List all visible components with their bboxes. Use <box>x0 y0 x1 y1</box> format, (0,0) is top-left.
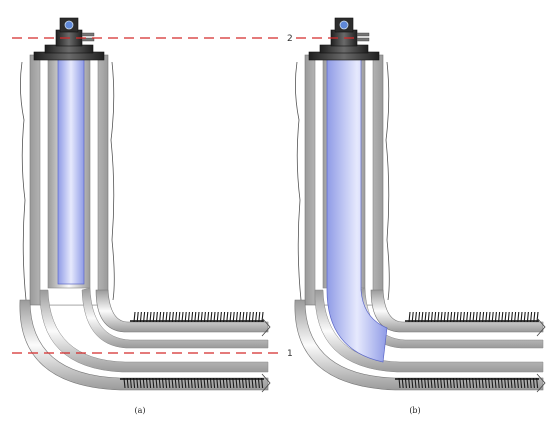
side-outlet-lower <box>81 37 95 42</box>
formation-wall-left <box>295 61 304 331</box>
panel-a <box>19 17 271 393</box>
lateral-tip-upper <box>536 317 546 337</box>
formation-wall-left <box>20 61 29 331</box>
fluid-column <box>326 57 388 363</box>
panel-label-b: (b) <box>409 406 420 415</box>
reference-label-1: 1 <box>287 349 293 359</box>
lateral-tip-lower <box>536 373 546 393</box>
reference-label-2: 2 <box>287 34 293 44</box>
formation-wall-right <box>110 61 115 301</box>
lateral-tubing-lower <box>314 289 544 373</box>
perforations-lower <box>395 377 539 389</box>
formation-wall-right <box>385 61 390 301</box>
panel-b <box>294 17 546 393</box>
perforations-upper <box>405 311 539 323</box>
side-outlet-lower <box>356 37 370 42</box>
lateral-tubing-lower <box>39 289 269 373</box>
lateral-tip-upper <box>261 317 271 337</box>
side-outlet-upper <box>81 32 95 37</box>
wellhead-valve-icon <box>59 17 79 33</box>
panel-label-a: (a) <box>134 406 145 415</box>
lateral-tip-lower <box>261 373 271 393</box>
lateral-upper-wall <box>95 289 269 333</box>
lateral-tubing-upper <box>81 287 269 349</box>
valve-gauge <box>64 20 74 30</box>
side-outlet-upper <box>356 32 370 37</box>
perforations-lower <box>120 377 264 389</box>
perforations-upper <box>130 311 264 323</box>
valve-gauge <box>339 20 349 30</box>
fluid-column <box>57 57 85 285</box>
wellhead-valve-icon <box>334 17 354 33</box>
lateral-upper-wall <box>370 289 544 333</box>
